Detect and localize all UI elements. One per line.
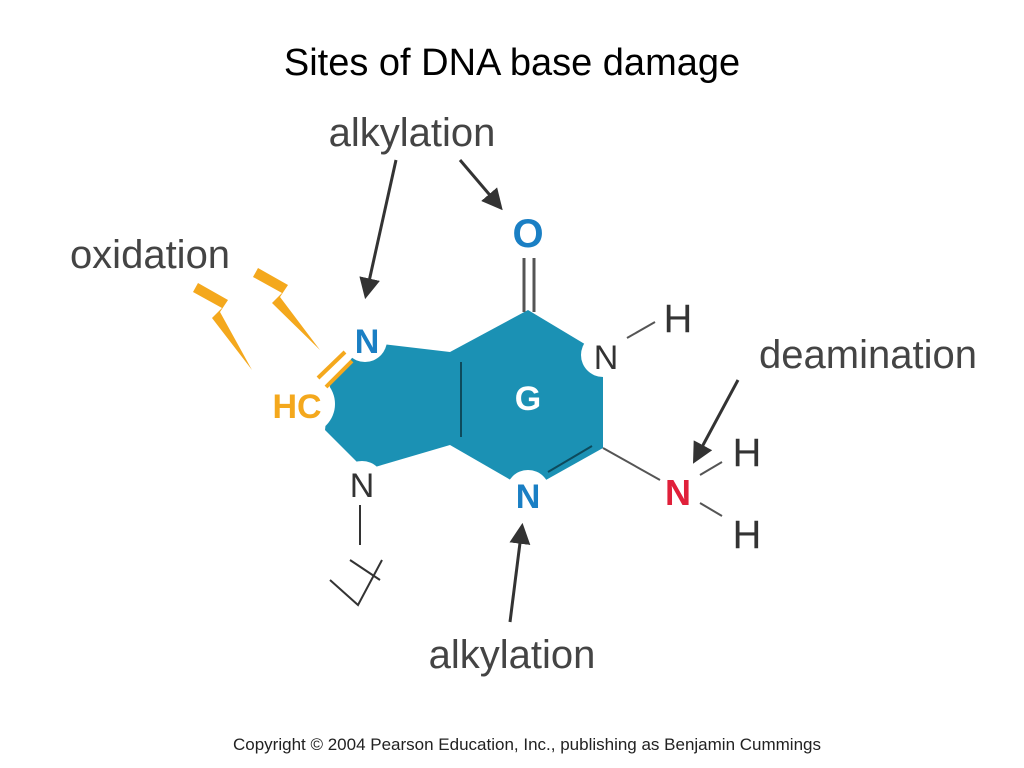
n7-atom-circle: [343, 318, 387, 362]
alkylation-label-top: alkylation: [329, 111, 496, 155]
hc-n7-double-bond-1: [316, 350, 347, 380]
oxidation-label: oxidation: [70, 233, 230, 277]
amino-h-bond-2: [699, 502, 723, 517]
n1-h-bond: [626, 321, 656, 339]
arrow-deamination-to-amino: [693, 379, 740, 464]
amino-hydrogen-1: H: [733, 431, 762, 475]
page-title: Sites of DNA base damage: [283, 42, 741, 84]
lightning-bolt-icon: [193, 283, 252, 370]
ring-double-bond-n3: [547, 445, 593, 473]
amino-h-bond-1: [699, 461, 723, 476]
n3-atom: N: [516, 478, 541, 516]
arrow-alkylation-to-n7: [359, 159, 398, 300]
c2-amino-bond: [602, 447, 661, 481]
sugar-stub-tick: [349, 559, 381, 581]
hc-atom: HC: [272, 388, 321, 426]
hc-atom-circle: [275, 374, 335, 434]
sugar-stub: [329, 559, 383, 607]
amino-nitrogen: N: [665, 472, 691, 513]
deamination-label: deamination: [759, 333, 977, 377]
n3-atom-circle: [506, 470, 550, 514]
hc-n7-double-bond-2: [324, 359, 354, 389]
base-letter: G: [515, 380, 541, 418]
arrow-alkylation-to-oxygen: [458, 159, 503, 211]
n1-atom: N: [594, 339, 619, 377]
arrow-alkylation-to-n3: [508, 522, 531, 623]
lightning-bolt-icon: [253, 268, 320, 350]
n9-atom: N: [350, 467, 375, 505]
guanine-ring: [325, 310, 603, 490]
six-membered-ring: [450, 310, 603, 490]
n1-hydrogen: H: [664, 297, 693, 341]
copyright-notice: Copyright © 2004 Pearson Education, Inc.…: [232, 735, 821, 754]
oxygen-atom: O: [512, 212, 543, 256]
alkylation-label-bottom: alkylation: [429, 633, 596, 677]
amino-hydrogen-2: H: [733, 513, 762, 557]
n7-atom: N: [355, 323, 380, 361]
n9-atom-circle: [340, 461, 384, 505]
n1-atom-circle: [581, 333, 625, 377]
five-membered-ring: [325, 342, 450, 470]
